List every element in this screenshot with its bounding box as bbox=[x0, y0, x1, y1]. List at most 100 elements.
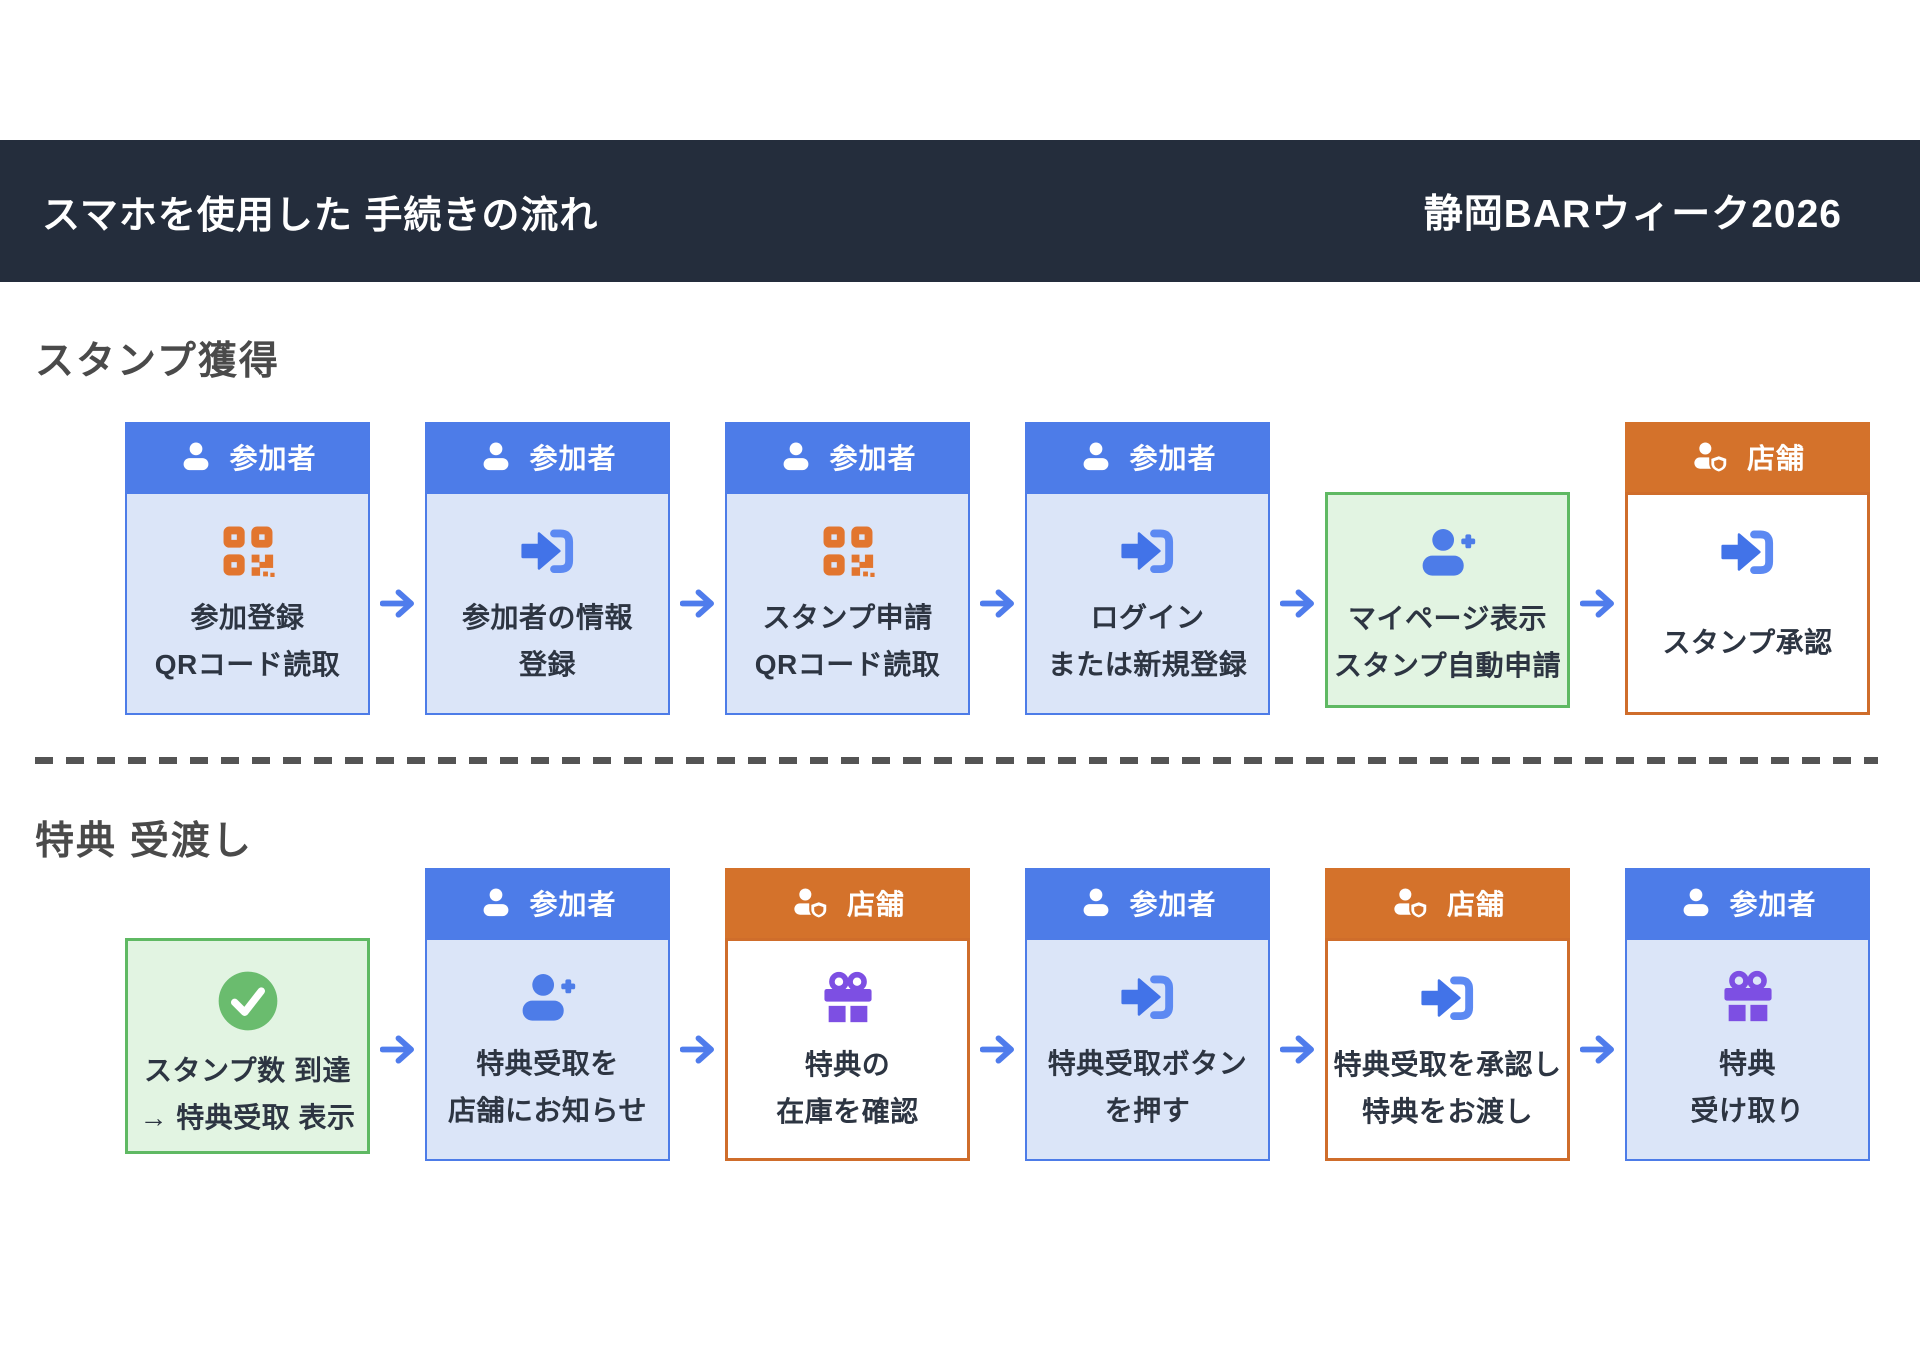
sign-in-icon bbox=[1119, 522, 1177, 580]
step-text: マイページ表示 スタンプ自動申請 bbox=[1328, 592, 1567, 692]
flow-arrow bbox=[370, 1034, 425, 1065]
section-title-stamp: スタンプ獲得 bbox=[35, 340, 280, 383]
step-actor-header: 店舗 bbox=[1325, 868, 1570, 938]
flow-arrow bbox=[370, 588, 425, 619]
flow-row-reward: スタンプ数 到達 → 特典受取 表示 参加者 特典受取を 店舗にお知らせ 店舗 bbox=[125, 868, 1870, 1161]
step-body: 特典受取ボタン を押す bbox=[1025, 938, 1270, 1161]
arrow-right-icon bbox=[380, 1034, 416, 1065]
page-title: スマホを使用した 手続きの流れ bbox=[42, 194, 599, 237]
flow-step-system: マイページ表示 スタンプ自動申請 bbox=[1325, 492, 1570, 708]
arrow-right-icon bbox=[980, 588, 1016, 619]
user-icon bbox=[1078, 886, 1114, 920]
user-icon bbox=[178, 440, 214, 474]
step-actor-header: 参加者 bbox=[1025, 868, 1270, 938]
arrow-right-icon bbox=[980, 1034, 1016, 1065]
step-text: スタンプ申請 QRコード読取 bbox=[727, 591, 968, 691]
user-icon bbox=[1078, 440, 1114, 474]
step-text-line: → 特典受取 表示 bbox=[139, 1102, 356, 1133]
step-text: 特典受取を 店舗にお知らせ bbox=[427, 1037, 668, 1137]
step-text-line: 特典受取を承認し bbox=[1333, 1049, 1562, 1080]
user-plus-icon bbox=[519, 968, 577, 1026]
actor-label: 参加者 bbox=[829, 443, 917, 474]
step-text-line: 店舗にお知らせ bbox=[448, 1095, 647, 1126]
step-text-line: 参加登録 bbox=[190, 602, 305, 633]
qr-code-icon bbox=[819, 522, 877, 580]
section-title-reward: 特典 受渡し bbox=[35, 820, 253, 863]
step-text-line: QRコード読取 bbox=[154, 649, 341, 680]
flow-step: 参加者 ログイン または新規登録 bbox=[1025, 422, 1270, 715]
step-actor-header: 参加者 bbox=[125, 422, 370, 492]
step-text-line: 参加者の情報 bbox=[461, 602, 633, 633]
actor-label: 参加者 bbox=[1129, 443, 1217, 474]
step-text: スタンプ数 到達 → 特典受取 表示 bbox=[128, 1044, 367, 1144]
step-text: 参加者の情報 登録 bbox=[427, 591, 668, 691]
flow-arrow bbox=[1570, 1034, 1625, 1065]
arrow-right-icon bbox=[680, 1034, 716, 1065]
step-text: スタンプ承認 bbox=[1628, 592, 1867, 692]
title-bar: スマホを使用した 手続きの流れ 静岡BARウィーク2026 bbox=[0, 140, 1920, 282]
flow-arrow bbox=[670, 1034, 725, 1065]
step-text-line: スタンプ承認 bbox=[1662, 626, 1833, 658]
flow-step: 店舗 特典の 在庫を確認 bbox=[725, 868, 970, 1161]
step-text-line: スタンプ自動申請 bbox=[1333, 650, 1562, 681]
actor-label: 参加者 bbox=[229, 443, 317, 474]
flow-arrow bbox=[1270, 1034, 1325, 1065]
flow-step: 参加者 スタンプ申請 QRコード読取 bbox=[725, 422, 970, 715]
actor-label: 店舗 bbox=[1446, 889, 1505, 920]
step-text-line: を押す bbox=[1104, 1095, 1191, 1126]
step-text-line: または新規登録 bbox=[1047, 649, 1248, 680]
step-text-line: 登録 bbox=[518, 649, 576, 680]
user-icon bbox=[778, 440, 814, 474]
step-text-line: 特典 bbox=[1718, 1048, 1776, 1079]
sign-in-icon bbox=[519, 522, 577, 580]
flow-step: 参加者 特典受取を 店舗にお知らせ bbox=[425, 868, 670, 1161]
step-text-line: スタンプ申請 bbox=[762, 602, 933, 633]
section-divider bbox=[35, 757, 1878, 764]
step-text-line: 特典受取ボタン bbox=[1047, 1048, 1248, 1079]
flow-step: 参加者 特典 受け取り bbox=[1625, 868, 1870, 1161]
sign-in-icon bbox=[1119, 968, 1177, 1026]
flow-step-system: スタンプ数 到達 → 特典受取 表示 bbox=[125, 938, 370, 1154]
step-body: マイページ表示 スタンプ自動申請 bbox=[1325, 492, 1570, 708]
step-body: 特典受取を承認し 特典をお渡し bbox=[1325, 938, 1570, 1161]
sign-in-icon bbox=[1719, 523, 1777, 581]
step-actor-header: 参加者 bbox=[725, 422, 970, 492]
flow-arrow bbox=[970, 588, 1025, 619]
step-text-line: 在庫を確認 bbox=[776, 1096, 919, 1127]
step-text: 特典受取を承認し 特典をお渡し bbox=[1328, 1038, 1567, 1138]
step-text-line: 特典をお渡し bbox=[1361, 1096, 1533, 1127]
step-text-line: 特典受取を bbox=[476, 1048, 619, 1079]
step-actor-header: 参加者 bbox=[1025, 422, 1270, 492]
event-brand: 静岡BARウィーク2026 bbox=[1423, 193, 1842, 236]
flow-arrow bbox=[1570, 588, 1625, 619]
user-icon bbox=[1678, 886, 1714, 920]
actor-label: 参加者 bbox=[529, 443, 617, 474]
step-text-line: 受け取り bbox=[1690, 1095, 1805, 1126]
step-body: 参加登録 QRコード読取 bbox=[125, 492, 370, 715]
actor-label: 参加者 bbox=[1729, 889, 1817, 920]
flow-row-stamp: 参加者 参加登録 QRコード読取 参加者 参加者の情報 登録 bbox=[125, 422, 1870, 715]
arrow-right-icon bbox=[1280, 1034, 1316, 1065]
user-shield-icon bbox=[1690, 440, 1732, 474]
check-circle-icon bbox=[216, 969, 280, 1033]
flow-arrow bbox=[970, 1034, 1025, 1065]
arrow-right-icon bbox=[1580, 1034, 1616, 1065]
user-shield-icon bbox=[1390, 886, 1432, 920]
step-text-line: スタンプ数 到達 bbox=[144, 1055, 351, 1086]
user-plus-icon bbox=[1419, 523, 1477, 581]
arrow-right-icon bbox=[1280, 588, 1316, 619]
step-body: ログイン または新規登録 bbox=[1025, 492, 1270, 715]
qr-code-icon bbox=[219, 522, 277, 580]
gift-icon bbox=[819, 969, 877, 1027]
arrow-right-icon bbox=[1580, 588, 1616, 619]
flow-arrow bbox=[670, 588, 725, 619]
actor-label: 参加者 bbox=[1129, 889, 1217, 920]
gift-icon bbox=[1719, 968, 1777, 1026]
flow-step: 店舗 スタンプ承認 bbox=[1625, 422, 1870, 715]
user-shield-icon bbox=[790, 886, 832, 920]
step-body: 特典 受け取り bbox=[1625, 938, 1870, 1161]
step-text-line: ログイン bbox=[1090, 602, 1205, 633]
user-icon bbox=[478, 440, 514, 474]
flow-step: 店舗 特典受取を承認し 特典をお渡し bbox=[1325, 868, 1570, 1161]
step-actor-header: 店舗 bbox=[725, 868, 970, 938]
